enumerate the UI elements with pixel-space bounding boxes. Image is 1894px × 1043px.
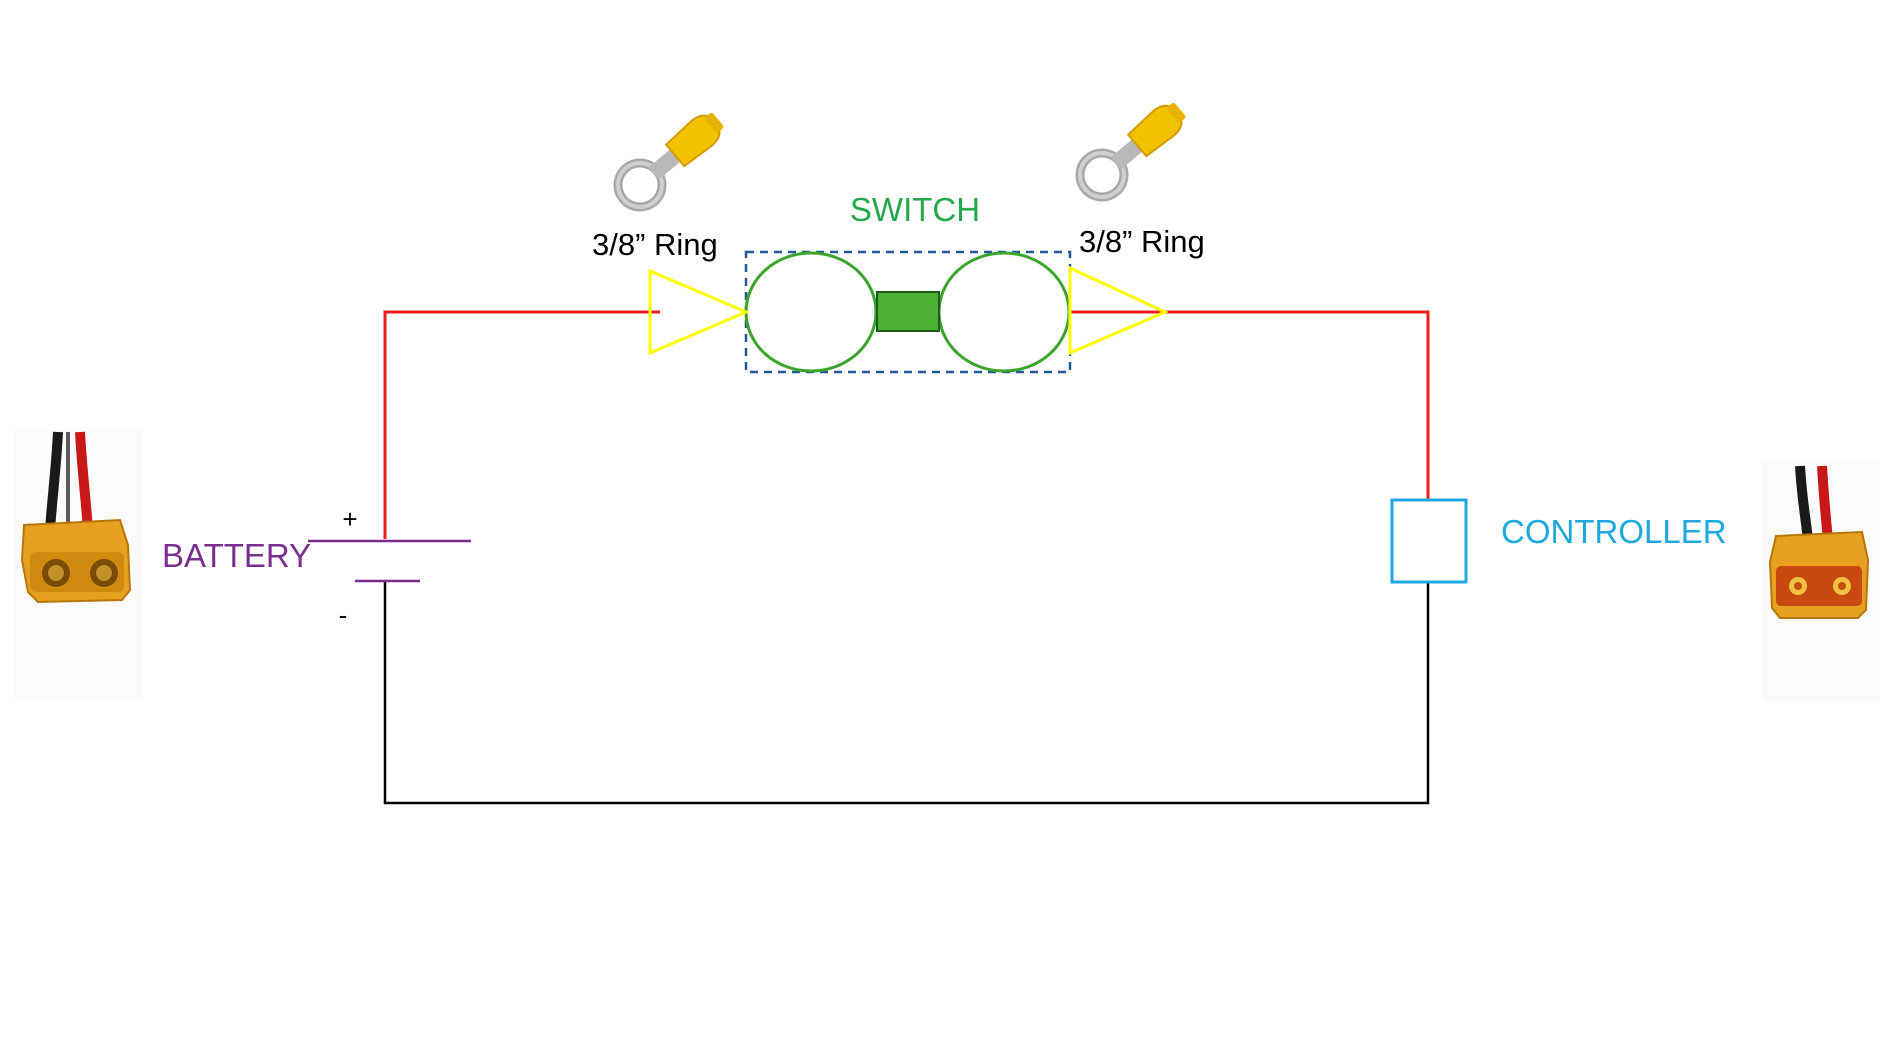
switch-label: SWITCH <box>850 191 980 228</box>
left-ring-label: 3/8” Ring <box>592 227 718 262</box>
battery-plus-label: + <box>342 504 357 534</box>
ring-terminal-icon <box>1075 103 1186 202</box>
xt60-male-connector-icon <box>1762 462 1880 702</box>
right-ring-terminal-symbol <box>1068 265 1169 356</box>
left-ring-terminal-symbol <box>648 268 750 356</box>
switch-right-terminal <box>937 251 1071 373</box>
controller-box <box>1390 498 1468 584</box>
negative-wire <box>383 580 1430 805</box>
right-ring-label: 3/8” Ring <box>1079 224 1205 259</box>
xt60-female-connector-icon <box>14 430 142 700</box>
controller-label: CONTROLLER <box>1501 513 1727 550</box>
positive-wire <box>383 310 1430 539</box>
battery-label: BATTERY <box>162 537 311 574</box>
battery-minus-label: - <box>339 600 348 630</box>
ring-terminal-icon <box>613 113 724 212</box>
switch-body <box>876 291 940 332</box>
switch-left-terminal <box>744 251 878 373</box>
battery-symbol <box>308 539 471 583</box>
